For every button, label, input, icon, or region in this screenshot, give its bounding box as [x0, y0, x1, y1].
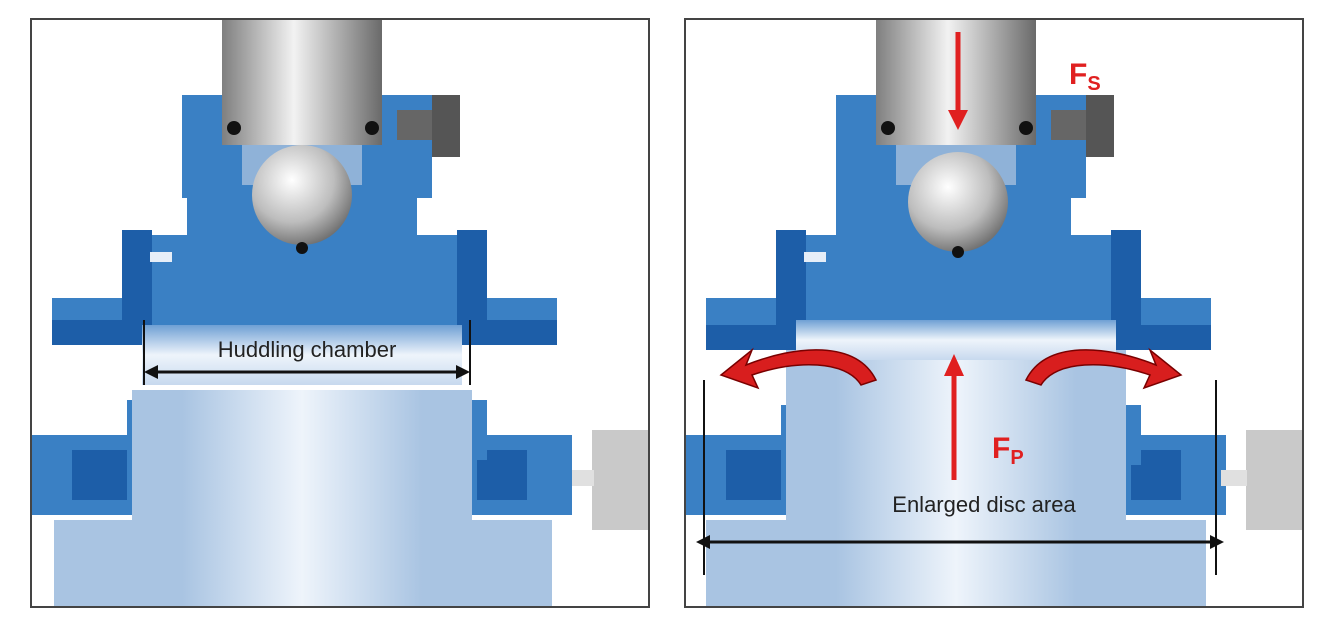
set-screw-head [432, 95, 460, 157]
ball-tip [296, 242, 308, 254]
dimension-arrow-right [456, 365, 470, 379]
pin-right [1019, 121, 1033, 135]
chamber-label: Huddling chamber [218, 337, 397, 362]
right-holder-lip [457, 230, 487, 325]
adjuster-knob [1246, 430, 1302, 530]
right-holder-lip [1111, 230, 1141, 325]
valve-closed-diagram: Huddling chamber [32, 20, 648, 606]
set-screw-head [1086, 95, 1114, 157]
huddling-chamber [142, 325, 462, 385]
left-guide-edge [52, 320, 142, 345]
flow-arrow-left [719, 347, 878, 390]
spring-force-arrowhead [948, 110, 968, 130]
disc-area-label: Enlarged disc area [892, 492, 1076, 517]
pressure-force-label: FP [992, 432, 1024, 469]
right-guide-edge [462, 320, 557, 345]
left-outlet-inner [72, 450, 127, 500]
left-holder-lip [776, 230, 806, 325]
adjuster-stem [572, 470, 594, 486]
left-holder-lip [122, 230, 152, 325]
ball-joint [908, 152, 1008, 252]
pin-left [227, 121, 241, 135]
adjuster-stem [1221, 470, 1247, 486]
pin-right [365, 121, 379, 135]
left-outlet-inner [726, 450, 781, 500]
spindle [222, 20, 382, 145]
ball-tip [952, 246, 964, 258]
valve-open-diagram: FS FP Enlarged disc area [686, 20, 1302, 606]
valve-closed-panel: Huddling chamber [30, 18, 650, 608]
dimension-arrow-left [144, 365, 158, 379]
nozzle-bore [182, 390, 422, 606]
pin-left [881, 121, 895, 135]
pressure-force-arrowhead [944, 354, 964, 376]
vent-slot [804, 252, 826, 262]
spring-force-label: FS [1069, 58, 1101, 95]
flow-arrow-right [1024, 347, 1183, 390]
ball-joint [252, 145, 352, 245]
adjuster-knob [592, 430, 648, 530]
vent-slot [150, 252, 172, 262]
valve-open-panel: FS FP Enlarged disc area [684, 18, 1304, 608]
